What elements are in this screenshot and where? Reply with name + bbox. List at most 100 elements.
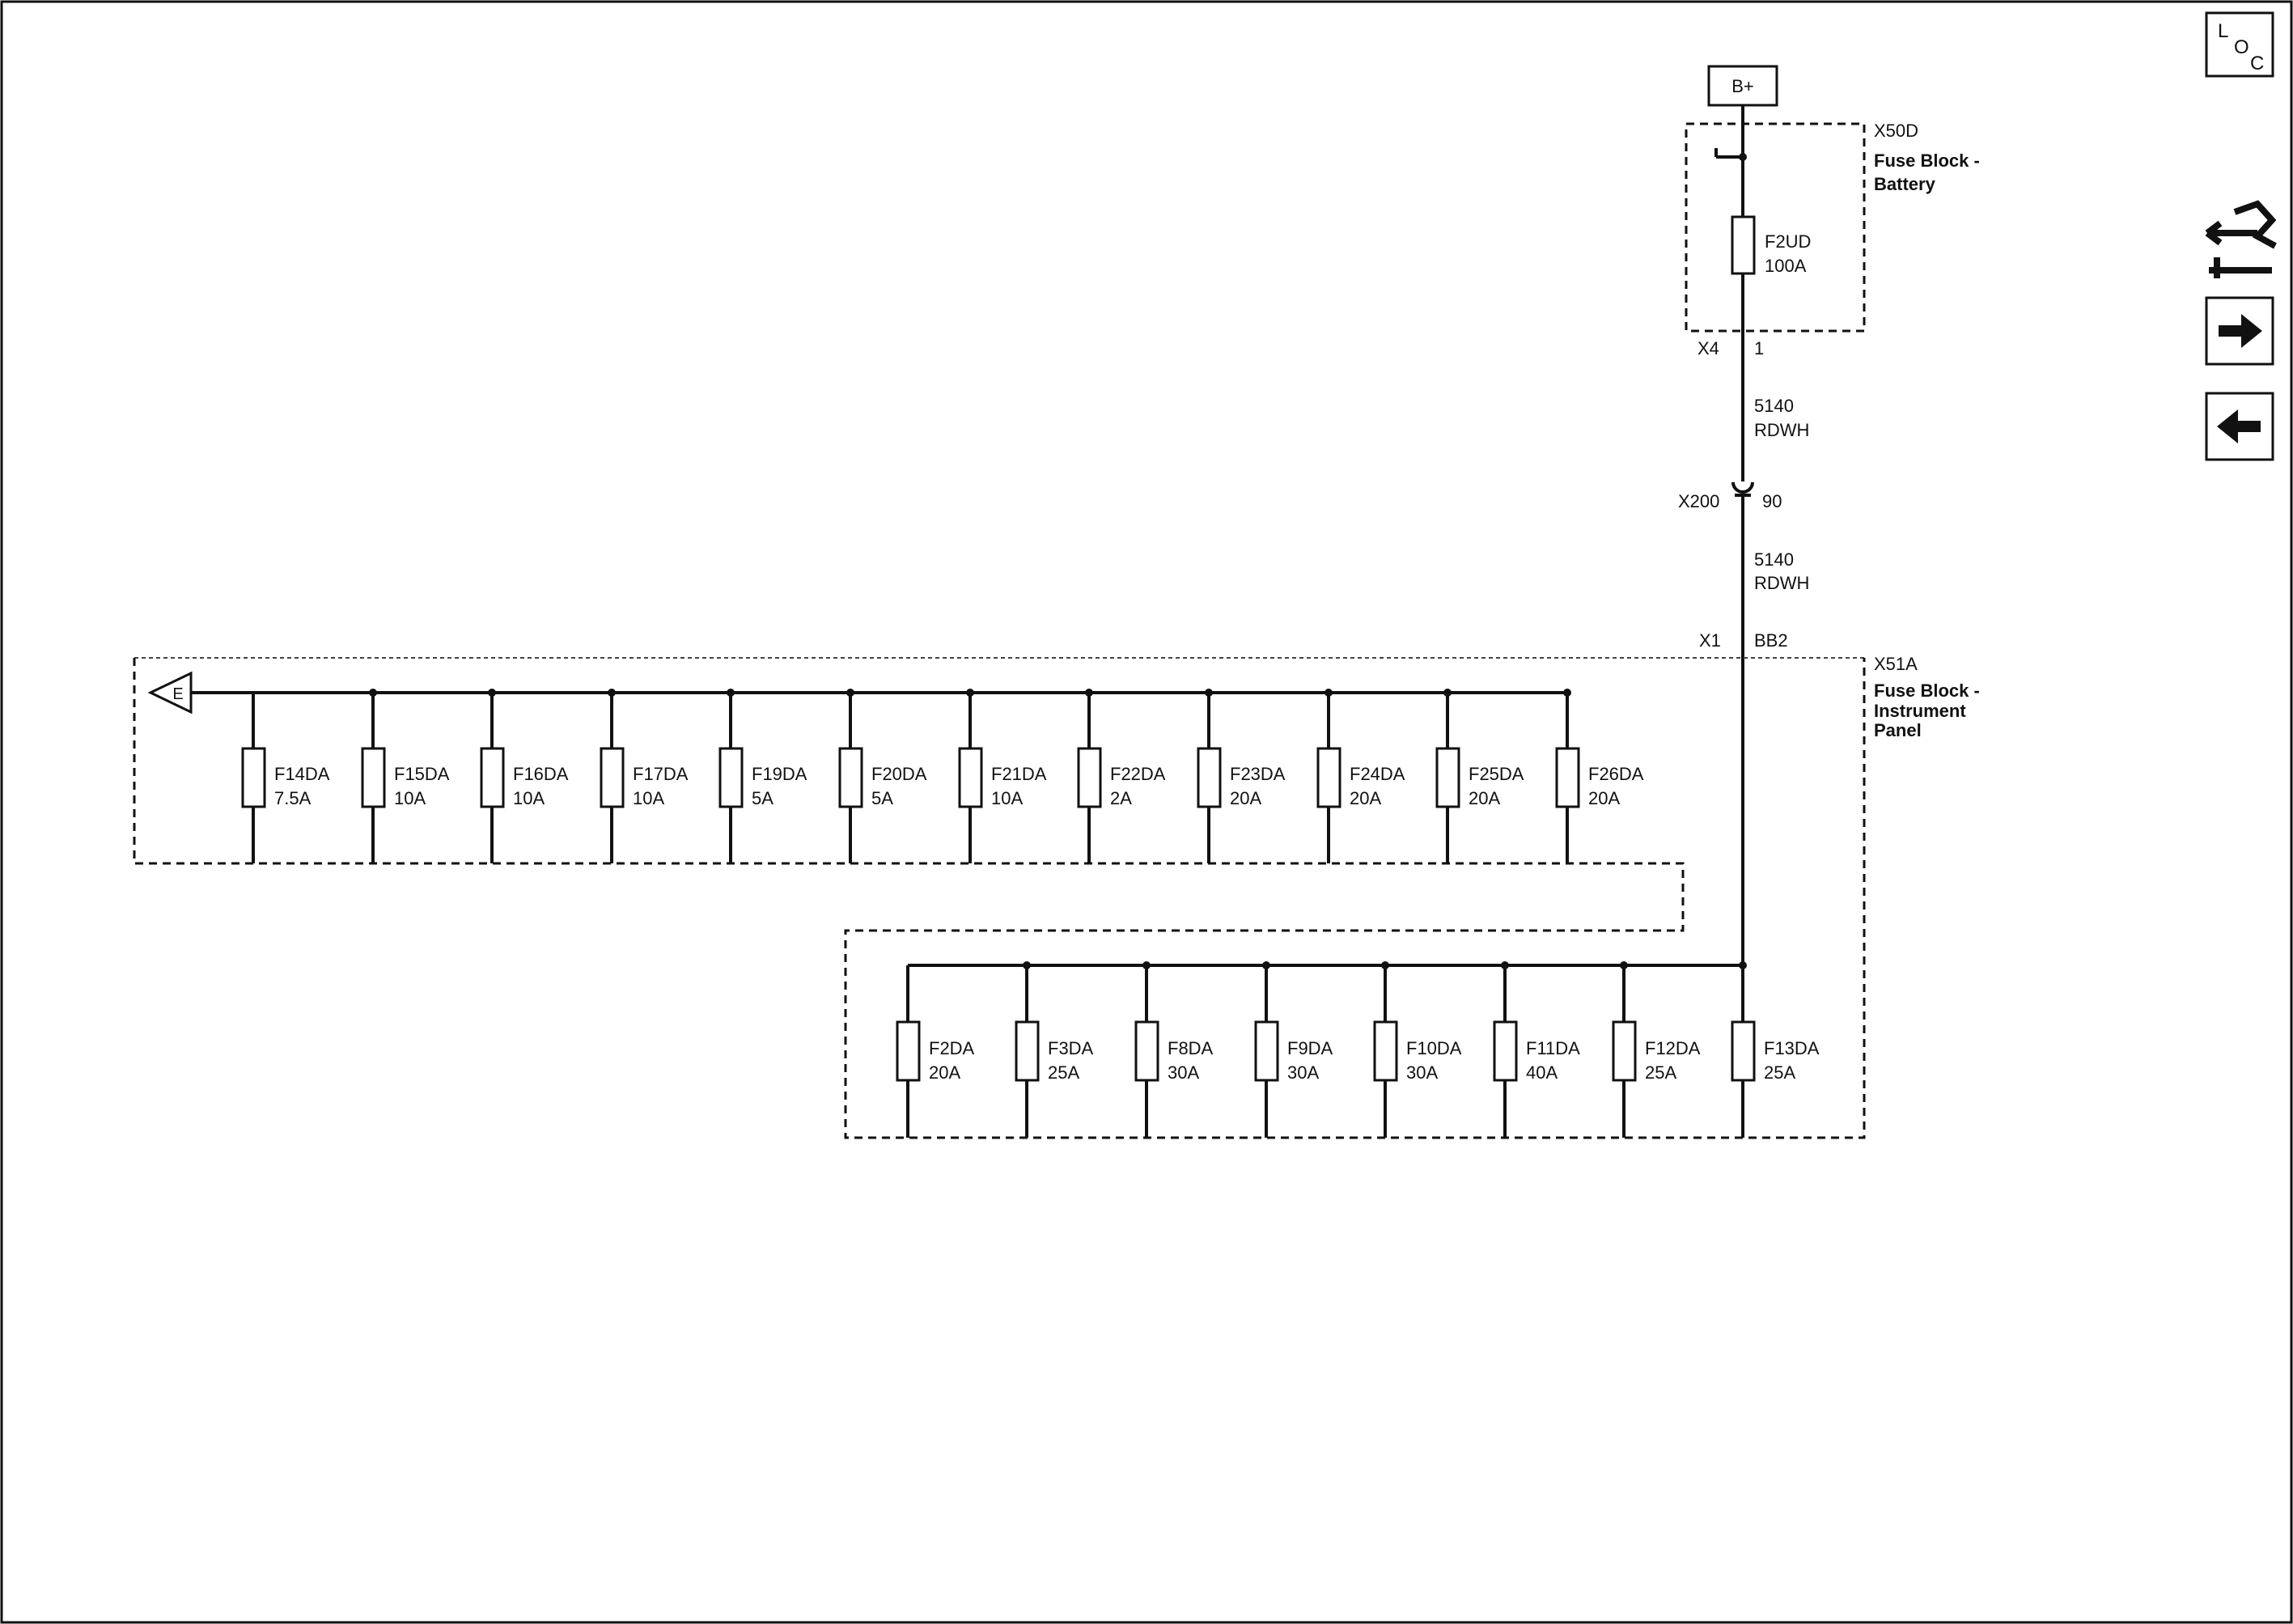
fuse-id: F16DA (513, 764, 569, 784)
fuse-body (1077, 747, 1102, 808)
fuse-body (1316, 747, 1341, 808)
fuse-body (361, 747, 386, 808)
fuse-rating: 25A (1764, 1062, 1795, 1083)
battery-stud-symbol (1714, 148, 1747, 161)
fuse-F3DA: F3DA 25A (1015, 961, 1094, 1138)
fuse-rating: 25A (1645, 1062, 1676, 1083)
splice-node (1563, 689, 1571, 697)
fuse-body (1254, 1020, 1279, 1082)
splice-node (1739, 961, 1747, 969)
fuse-body (1555, 747, 1580, 808)
battery-block-title-2: Battery (1874, 174, 1936, 194)
fuse-id: F12DA (1645, 1038, 1701, 1058)
ip-block-connector: X51A (1874, 654, 1918, 674)
fuse-rating: 25A (1048, 1062, 1079, 1083)
battery-out-connector: X4 (1697, 338, 1719, 358)
fuse-F17DA: F17DA 10A (600, 689, 689, 863)
fuse-id: F11DA (1526, 1038, 1580, 1058)
ip-block-title-2: Instrument (1874, 701, 1966, 721)
wire-lower-circuit: 5140 (1754, 549, 1794, 570)
splice-node (1620, 961, 1628, 969)
fuse-rating: 20A (1588, 788, 1620, 808)
fuse-id: F3DA (1048, 1038, 1094, 1058)
upper-fuse-row: F14DA7.5AF15DA10AF16DA10AF17DA10AF19DA5A… (241, 689, 1644, 863)
loc-button[interactable]: L O C (2205, 11, 2274, 78)
arrow-left-icon (2217, 409, 2261, 443)
fuse-body (600, 747, 625, 808)
splice-node (1262, 961, 1270, 969)
fuse-id: F22DA (1110, 764, 1166, 784)
next-page-button[interactable] (2205, 296, 2274, 366)
ip-block-title-1: Fuse Block - (1874, 681, 1980, 701)
fuse-rating: 10A (513, 788, 545, 808)
fuse-body (896, 1020, 921, 1082)
fuse-F23DA: F23DA 20A (1197, 689, 1286, 863)
fuse-id: F24DA (1350, 764, 1405, 784)
wire-upper-circuit: 5140 (1754, 396, 1794, 416)
splice-node (966, 689, 974, 697)
loc-letter-o: O (2234, 36, 2249, 58)
splice-node (846, 689, 854, 697)
inline-connector-x200-symbol (1731, 481, 1754, 494)
fuse-F15DA: F15DA 10A (361, 689, 450, 863)
fuse-rating: 40A (1526, 1062, 1558, 1083)
fuse-rating: 5A (752, 788, 774, 808)
fuse-id: F8DA (1168, 1038, 1214, 1058)
loc-letter-c: C (2250, 53, 2264, 74)
fuse-body (718, 747, 744, 808)
fuse-id: F15DA (394, 764, 450, 784)
offpage-reference-e[interactable]: E (147, 671, 193, 714)
offpage-reference-label: E (172, 685, 183, 703)
fuse-F2UD-id: F2UD (1765, 231, 1811, 252)
splice-node (488, 689, 496, 697)
fuse-rating: 10A (991, 788, 1023, 808)
arrow-right-icon (2219, 314, 2262, 348)
fuse-rating: 2A (1110, 788, 1132, 808)
fuse-body (480, 747, 505, 808)
fuse-F16DA: F16DA 10A (480, 689, 569, 863)
splice-node (1142, 961, 1151, 969)
fuse-body (1197, 747, 1222, 808)
fuse-body (838, 747, 863, 808)
fuse-id: F17DA (633, 764, 689, 784)
wire-upper-color: RDWH (1754, 420, 1809, 440)
fuse-body (1612, 1020, 1637, 1082)
previous-page-button[interactable] (2205, 392, 2274, 461)
fuse-body (1134, 1020, 1159, 1082)
ip-fuse-block-outline (133, 657, 1866, 1139)
fuse-id: F25DA (1469, 764, 1524, 784)
wire-lower-color: RDWH (1754, 573, 1809, 593)
splice-node (1501, 961, 1509, 969)
fuse-F11DA: F11DA 40A (1493, 961, 1580, 1138)
fuse-rating: 20A (1230, 788, 1261, 808)
fuse-rating: 10A (394, 788, 426, 808)
fuse-F2UD (1731, 215, 1756, 275)
battery-block-title-1: Fuse Block - (1874, 151, 1980, 171)
fuse-id: F23DA (1230, 764, 1286, 784)
fuse-id: F21DA (991, 764, 1047, 784)
splice-node (1085, 689, 1093, 697)
battery-out-pin: 1 (1754, 338, 1764, 358)
ip-in-pin: BB2 (1754, 630, 1788, 651)
fuse-F22DA: F22DA 2A (1077, 689, 1166, 863)
fuse-rating: 7.5A (274, 788, 312, 808)
bplus-label: B+ (1731, 76, 1754, 96)
fuse-rating: 5A (871, 788, 893, 808)
battery-fuse-block-outline (1685, 122, 1866, 333)
fuse-F2UD-rating: 100A (1765, 256, 1807, 276)
fuse-rating: 10A (633, 788, 664, 808)
fuse-rating: 20A (929, 1062, 960, 1083)
component-locator-icon[interactable] (2205, 200, 2277, 278)
